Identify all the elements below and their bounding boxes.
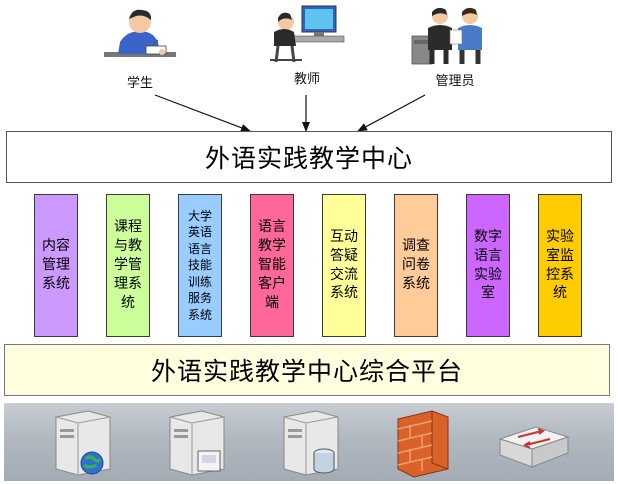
- network-switch-icon: [498, 426, 570, 468]
- module-label-line: 室: [481, 285, 495, 302]
- module-label-line: 交流: [330, 266, 358, 283]
- module-label-line: 教学: [258, 238, 286, 255]
- module-label: 内容管理系统: [42, 237, 70, 294]
- student-icon: [104, 9, 176, 57]
- module-label-line: 数字: [474, 228, 502, 245]
- module-label-line: 英语: [187, 225, 212, 240]
- module-label: 互动答疑交流系统: [330, 228, 358, 304]
- module-label: 大学英语语言技能训练服务系统: [188, 208, 212, 324]
- module-label-line: 答疑: [330, 247, 358, 264]
- firewall-icon: [397, 410, 449, 478]
- module-label-line: 控系: [546, 266, 574, 283]
- module-label-line: 问卷: [402, 257, 430, 274]
- module-english-skills-training: 大学英语语言技能训练服务系统: [178, 194, 222, 337]
- module-label: 课程与教学管理系统: [114, 218, 142, 312]
- module-label-line: 统: [121, 294, 135, 311]
- actor-admin-label: 管理员: [435, 74, 475, 89]
- device-bar: [4, 403, 614, 481]
- module-label-line: 客户: [258, 275, 286, 292]
- module-label: 数字语言实验室: [474, 228, 502, 304]
- web-server-icon: [55, 410, 111, 476]
- module-label-line: 系统: [42, 275, 70, 292]
- module-label-line: 实验: [474, 266, 502, 283]
- actor-teacher-label: 教师: [293, 72, 320, 87]
- module-survey: 调查问卷系统: [394, 194, 438, 337]
- module-label-line: 课程: [114, 219, 142, 236]
- actor-arrows: [154, 94, 426, 132]
- module-label-line: 语言: [258, 219, 286, 236]
- module-lab-monitoring: 实验室监控系统: [538, 194, 582, 337]
- actor-admin: 管理员: [410, 2, 500, 89]
- module-label-line: 室监: [546, 247, 574, 264]
- module-label-line: 内容: [42, 238, 70, 255]
- module-label-line: 智能: [258, 257, 286, 274]
- platform-title: 外语实践教学中心综合平台: [150, 357, 463, 386]
- file-server-icon: [169, 410, 225, 476]
- module-label-line: 与教: [114, 238, 142, 255]
- module-label-line: 服务: [187, 291, 212, 306]
- module-label: 语言教学智能客户端: [258, 218, 286, 312]
- module-label-line: 语言: [474, 247, 502, 264]
- module-label-line: 调查: [402, 238, 430, 255]
- administrator-icon: [411, 7, 482, 65]
- module-label-line: 实验: [546, 228, 574, 245]
- actor-student: 学生: [100, 2, 180, 91]
- module-label-line: 语言: [187, 241, 212, 256]
- module-interactive-qa: 互动答疑交流系统: [322, 194, 366, 337]
- module-label-line: 大学: [187, 208, 212, 223]
- module-digital-lab: 数字语言实验室: [466, 194, 510, 337]
- center-title-box: 外语实践教学中心: [6, 131, 612, 183]
- module-label: 实验室监控系统: [546, 228, 574, 304]
- module-label: 调查问卷系统: [402, 237, 430, 294]
- module-label-line: 管理: [42, 257, 70, 274]
- module-label-line: 互动: [330, 228, 358, 245]
- module-label-line: 系统: [330, 285, 358, 302]
- module-label-line: 学管: [114, 257, 142, 274]
- platform-box: 外语实践教学中心综合平台: [4, 344, 610, 396]
- center-title: 外语实践教学中心: [204, 144, 413, 173]
- database-server-icon: [283, 410, 339, 476]
- module-content-management: 内容管理系统: [34, 194, 78, 337]
- module-label-line: 端: [265, 294, 279, 311]
- actor-student-label: 学生: [126, 76, 153, 91]
- module-label-line: 训练: [187, 274, 212, 289]
- arrow-admin: [357, 94, 426, 132]
- module-label-line: 技能: [187, 258, 212, 273]
- teacher-icon: [270, 5, 345, 63]
- module-label-line: 系统: [187, 307, 212, 322]
- arrow-student: [154, 94, 251, 132]
- actor-teacher: 教师: [262, 2, 352, 87]
- module-smart-client: 语言教学智能客户端: [250, 194, 294, 337]
- module-label-line: 理系: [114, 275, 142, 292]
- module-course-management: 课程与教学管理系统: [106, 194, 150, 337]
- module-label-line: 系统: [402, 275, 430, 292]
- module-label-line: 统: [553, 285, 567, 302]
